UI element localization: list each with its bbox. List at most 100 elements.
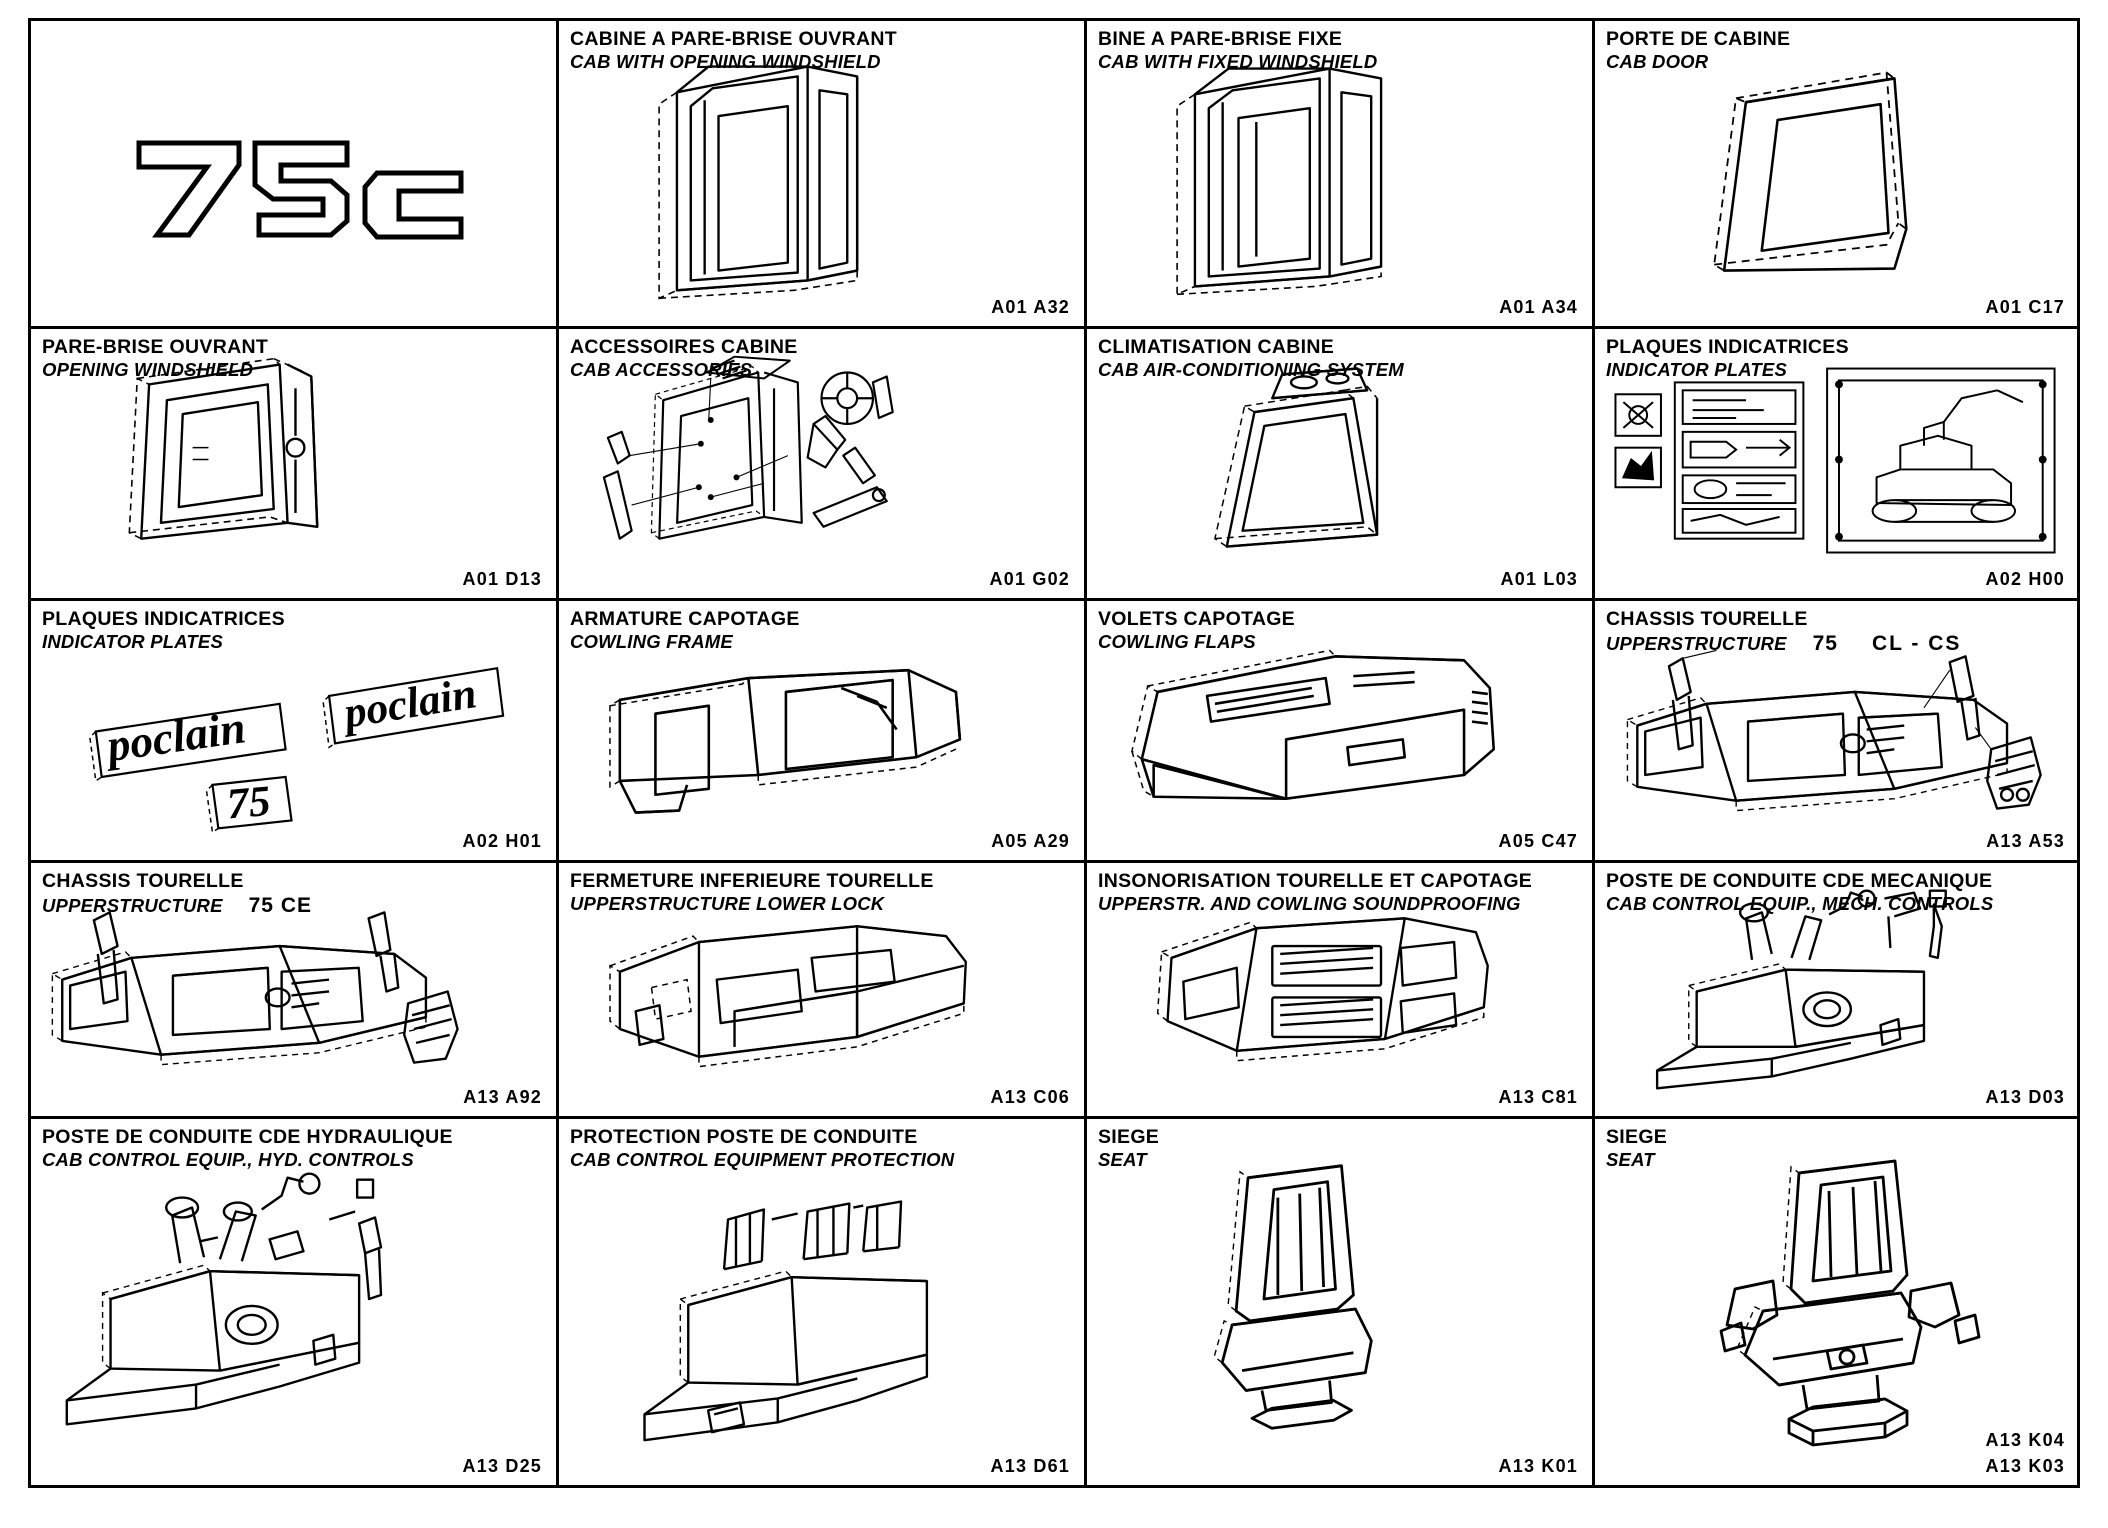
part-code: A01 A32	[991, 297, 1070, 317]
part-code: A01 A34	[1499, 297, 1578, 317]
cell-cowling-flaps[interactable]: VOLETS CAPOTAGE COWLING FLAPS	[1087, 601, 1595, 863]
title-en: COWLING FLAPS	[1098, 630, 1256, 652]
cell-header: PLAQUES INDICATRICES INDICATOR PLATES	[42, 608, 550, 653]
part-code-secondary: A13 K03	[1985, 1456, 2065, 1476]
title-en: CAB CONTROL EQUIP., MECH. CONTROLS	[1606, 892, 1994, 914]
part-code: A13 A53	[1986, 831, 2065, 851]
title-fr: PLAQUES INDICATRICES	[1606, 336, 1849, 358]
illustration-cowling-flaps	[1087, 601, 1592, 860]
catalog-page: CABINE A PARE-BRISE OUVRANT CAB WITH OPE…	[28, 18, 2080, 1488]
title-fr: CABINE A PARE-BRISE OUVRANT	[570, 28, 897, 50]
part-code: A13 K01	[1498, 1456, 1578, 1476]
cell-control-protection[interactable]: PROTECTION POSTE DE CONDUITE CAB CONTROL…	[559, 1119, 1087, 1485]
illustration-poclain-plates: poclain poclain 75	[31, 601, 556, 860]
illustration-cab-accessories	[559, 329, 1084, 598]
model-variant: CL - CS	[1871, 631, 1962, 655]
title-en: CAB AIR-CONDITIONING SYSTEM	[1098, 358, 1404, 380]
cell-header: SIEGE SEAT	[1606, 1126, 2073, 1171]
cell-cab-fixed-windshield[interactable]: BINE A PARE-BRISE FIXE CAB WITH FIXED WI…	[1087, 21, 1595, 329]
title-fr: CLIMATISATION CABINE	[1098, 336, 1335, 358]
title-fr: POSTE DE CONDUITE CDE MECANIQUE	[1606, 870, 1993, 892]
part-code: A13 C06	[990, 1087, 1070, 1107]
title-fr: CHASSIS TOURELLE	[42, 870, 244, 892]
title-fr: SIEGE	[1606, 1126, 1668, 1148]
illustration-soundproofing	[1087, 863, 1592, 1116]
title-en: UPPERSTR. AND COWLING SOUNDPROOFING	[1098, 892, 1521, 914]
part-code: A05 A29	[991, 831, 1070, 851]
svg-text:75: 75	[225, 777, 273, 829]
model-logo-75c	[131, 129, 471, 249]
cell-cowling-frame[interactable]: ARMATURE CAPOTAGE COWLING FRAME	[559, 601, 1087, 863]
title-en: SEAT	[1098, 1148, 1147, 1170]
part-code: A13 D61	[990, 1456, 1070, 1476]
cell-header: SIEGE SEAT	[1098, 1126, 1586, 1171]
cell-header: ACCESSOIRES CABINE CAB ACCESSORIES	[570, 336, 1078, 381]
cell-cab-opening-windshield[interactable]: CABINE A PARE-BRISE OUVRANT CAB WITH OPE…	[559, 21, 1087, 329]
illustration-cowling-frame	[559, 601, 1084, 860]
illustration-control-protection	[559, 1119, 1084, 1485]
illustration-seat-deluxe	[1595, 1119, 2079, 1485]
illustration-cab-box-fixed	[1087, 21, 1592, 326]
cell-header: PARE-BRISE OUVRANT OPENING WINDSHIELD	[42, 336, 550, 381]
cell-header: POSTE DE CONDUITE CDE MECANIQUE CAB CONT…	[1606, 870, 2073, 915]
cell-cab-control-mech[interactable]: POSTE DE CONDUITE CDE MECANIQUE CAB CONT…	[1595, 863, 2079, 1119]
cell-soundproofing[interactable]: INSONORISATION TOURELLE ET CAPOTAGE UPPE…	[1087, 863, 1595, 1119]
cell-header: CLIMATISATION CABINE CAB AIR-CONDITIONIN…	[1098, 336, 1586, 381]
title-en: CAB DOOR	[1606, 50, 1709, 72]
part-code: A01 L03	[1500, 569, 1578, 589]
illustration-indicator-panels	[1595, 329, 2079, 598]
cell-opening-windshield[interactable]: PARE-BRISE OUVRANT OPENING WINDSHIELD	[31, 329, 559, 601]
part-code: A13 D25	[462, 1456, 542, 1476]
cell-cab-air-conditioning[interactable]: CLIMATISATION CABINE CAB AIR-CONDITIONIN…	[1087, 329, 1595, 601]
cell-indicator-plates-h00[interactable]: PLAQUES INDICATRICES INDICATOR PLATES	[1595, 329, 2079, 601]
cell-seat-k04[interactable]: SIEGE SEAT	[1595, 1119, 2079, 1485]
title-fr: ACCESSOIRES CABINE	[570, 336, 798, 358]
title-fr: FERMETURE INFERIEURE TOURELLE	[570, 870, 934, 892]
title-en: OPENING WINDSHIELD	[42, 358, 254, 380]
cell-header: FERMETURE INFERIEURE TOURELLE UPPERSTRUC…	[570, 870, 1078, 915]
title-en: INDICATOR PLATES	[1606, 358, 1788, 380]
title-fr: BINE A PARE-BRISE FIXE	[1098, 28, 1343, 50]
illustration-control-station-hyd	[31, 1119, 556, 1485]
title-fr: PORTE DE CABINE	[1606, 28, 1791, 50]
cell-seat-k01[interactable]: SIEGE SEAT	[1087, 1119, 1595, 1485]
part-code: A01 G02	[989, 569, 1070, 589]
cell-cab-accessories[interactable]: ACCESSOIRES CABINE CAB ACCESSORIES	[559, 329, 1087, 601]
title-fr: CHASSIS TOURELLE	[1606, 608, 1808, 630]
cell-cab-door[interactable]: PORTE DE CABINE CAB DOOR	[1595, 21, 2079, 329]
part-code-primary: A13 K04	[1985, 1430, 2065, 1450]
illustration-upperstructure-ce	[31, 863, 556, 1116]
title-en: UPPERSTRUCTURE LOWER LOCK	[570, 892, 885, 914]
cell-model-logo[interactable]	[31, 21, 559, 329]
title-en: SEAT	[1606, 1148, 1655, 1170]
illustration-control-station	[1595, 863, 2079, 1116]
title-fr: POSTE DE CONDUITE CDE HYDRAULIQUE	[42, 1126, 453, 1148]
cell-indicator-plates-h01[interactable]: PLAQUES INDICATRICES INDICATOR PLATES po…	[31, 601, 559, 863]
part-code: A13 D03	[1985, 1087, 2065, 1107]
svg-text:poclain: poclain	[100, 701, 249, 771]
title-fr: PLAQUES INDICATRICES	[42, 608, 285, 630]
title-en: COWLING FRAME	[570, 630, 733, 652]
illustration-windshield	[31, 329, 556, 598]
cell-header: PORTE DE CABINE CAB DOOR	[1606, 28, 2073, 73]
illustration-upperstructure	[1595, 601, 2079, 860]
cell-header: VOLETS CAPOTAGE COWLING FLAPS	[1098, 608, 1586, 653]
part-code: A05 C47	[1498, 831, 1578, 851]
model-number: 75 CE	[248, 893, 312, 917]
part-code: A02 H00	[1985, 569, 2065, 589]
cell-cab-control-hyd[interactable]: POSTE DE CONDUITE CDE HYDRAULIQUE CAB CO…	[31, 1119, 559, 1485]
illustration-cab-door	[1595, 21, 2079, 326]
title-fr: PROTECTION POSTE DE CONDUITE	[570, 1126, 918, 1148]
illustration-cab-box	[559, 21, 1084, 326]
cell-header: PLAQUES INDICATRICES INDICATOR PLATES	[1606, 336, 2073, 381]
title-en: CAB ACCESSORIES	[570, 358, 753, 380]
part-code: A02 H01	[462, 831, 542, 851]
cell-upperstructure-lower-lock[interactable]: FERMETURE INFERIEURE TOURELLE UPPERSTRUC…	[559, 863, 1087, 1119]
title-fr: SIEGE	[1098, 1126, 1160, 1148]
title-fr: PARE-BRISE OUVRANT	[42, 336, 269, 358]
